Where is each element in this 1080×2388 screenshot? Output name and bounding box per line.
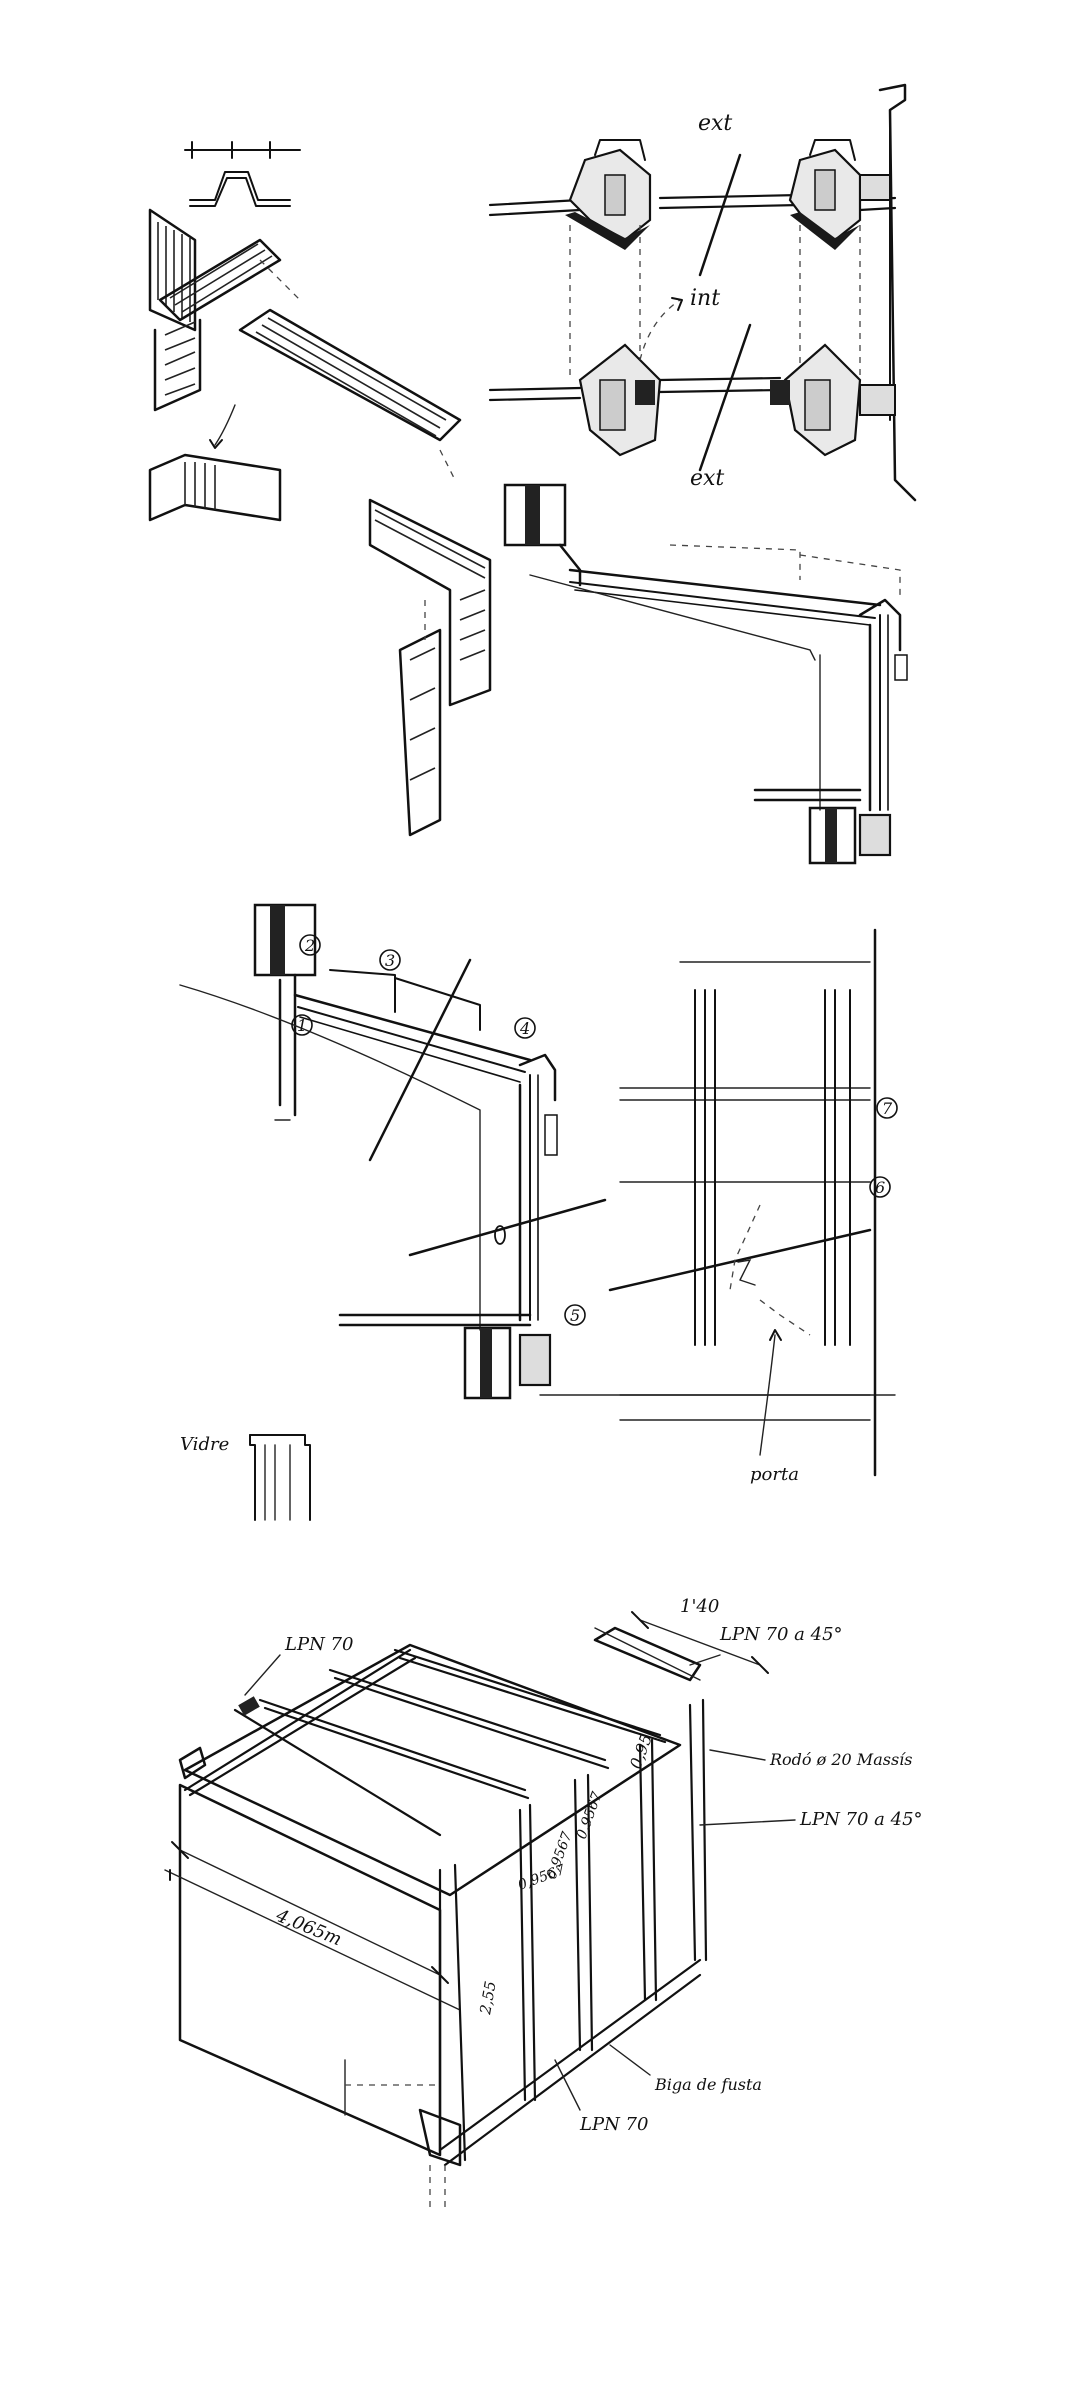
callout-7: 7 xyxy=(882,1099,893,1118)
label-09567-c: 0,9567 xyxy=(516,1862,568,1894)
label-dim-140: 1'40 xyxy=(680,1596,719,1617)
isometric-structure: LPN 70 1'40 LPN 70 a 45° 0,95 Rodó ø 20 … xyxy=(164,1596,923,2210)
callout-1: 1 xyxy=(297,1016,307,1035)
label-lpn70-45-mid: LPN 70 a 45° xyxy=(799,1809,923,1830)
label-ext-top: ext xyxy=(698,111,732,136)
callout-group: 1 2 3 4 5 6 7 xyxy=(291,934,898,1326)
label-rodo: Rodó ø 20 Massís xyxy=(769,1750,912,1769)
label-porta: porta xyxy=(750,1464,799,1485)
label-lpn70-45-top: LPN 70 a 45° xyxy=(719,1624,843,1645)
callout-3: 3 xyxy=(385,951,395,970)
exploded-gutter-detail xyxy=(148,141,492,837)
callout-5: 5 xyxy=(570,1306,580,1325)
label-vidre: Vidre xyxy=(180,1434,229,1455)
plan-section-detail: ext int ext xyxy=(488,83,917,502)
callout-4: 4 xyxy=(519,1019,530,1038)
label-09567-a: 0,9567 xyxy=(574,1790,606,1842)
elevation-door-detail: porta xyxy=(608,928,877,1485)
numbered-section-detail: 1 2 3 4 5 6 7 Vidre xyxy=(179,903,898,1521)
label-255: 2,55 xyxy=(476,1980,500,2017)
label-lpn70-top: LPN 70 xyxy=(284,1634,353,1655)
corner-window-section-upper xyxy=(503,483,908,865)
callout-6: 6 xyxy=(875,1178,885,1197)
label-biga: Biga de fusta xyxy=(654,2075,762,2094)
label-lpn70-bottom: LPN 70 xyxy=(579,2114,648,2135)
callout-2: 2 xyxy=(304,936,315,955)
label-int: int xyxy=(690,286,720,311)
label-ext-bottom: ext xyxy=(690,466,724,491)
vidre-detail: Vidre xyxy=(180,1434,311,1521)
